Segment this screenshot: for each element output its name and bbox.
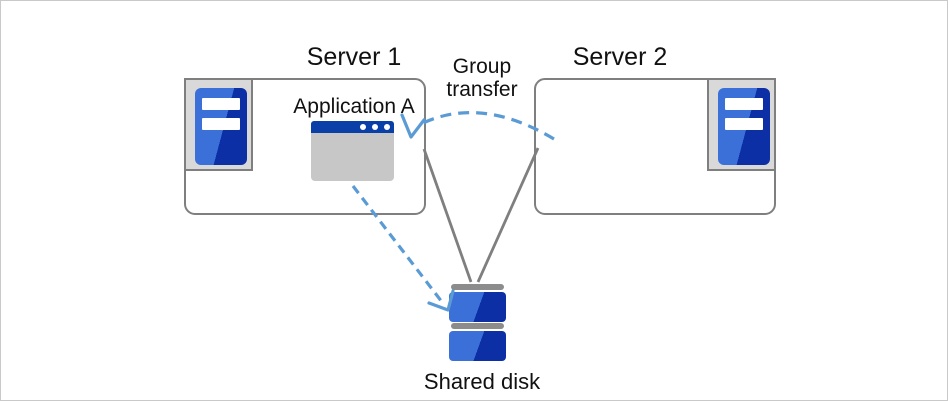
server-tower-body <box>195 88 247 165</box>
app-window-titlebar <box>311 121 394 133</box>
group-transfer-label-line1: Group <box>452 55 512 78</box>
window-dot-icon <box>360 124 366 130</box>
disk-cap <box>451 284 504 290</box>
disk-platter <box>449 292 506 322</box>
server2-label: Server 2 <box>572 43 668 71</box>
window-dot-icon <box>372 124 378 130</box>
server-slot <box>725 118 763 130</box>
window-dot-icon <box>384 124 390 130</box>
app-window-icon <box>311 121 394 181</box>
group-transfer-label: Group transfer <box>446 55 517 101</box>
disk-platter <box>449 331 506 361</box>
group-transfer-label-line2: transfer <box>446 78 518 101</box>
application-label: Application A <box>293 95 415 118</box>
app-window-body <box>311 133 394 181</box>
server-tower-icon <box>707 78 776 171</box>
server-tower-icon <box>184 78 253 171</box>
server-tower-body <box>718 88 770 165</box>
shared-disk-label: Shared disk <box>423 369 541 394</box>
server2-to-disk-line <box>476 147 540 283</box>
server1-to-disk-line <box>422 148 473 283</box>
disk-stack-icon <box>449 284 506 361</box>
server-slot <box>202 118 240 130</box>
server-slot <box>202 98 240 110</box>
server-slot <box>725 98 763 110</box>
server1-label: Server 1 <box>306 43 402 71</box>
disk-cap <box>451 323 504 329</box>
